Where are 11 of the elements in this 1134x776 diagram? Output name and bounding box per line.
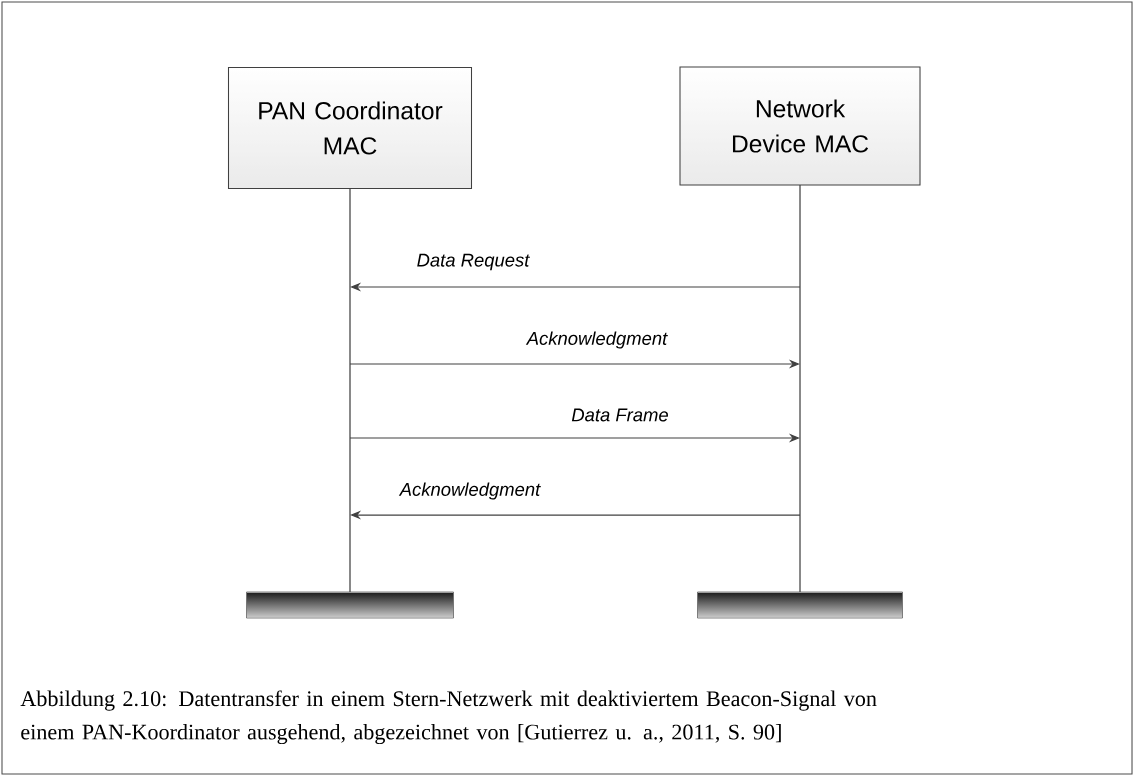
participant-box: Network Device MAC	[679, 66, 921, 186]
lifeline	[799, 184, 801, 593]
lifeline-end-bar	[246, 591, 454, 619]
message-label: Acknowledgment	[525, 329, 669, 351]
caption: Abbildung 2.10: Datentransfer in einem Stern-Netzwerk mit deaktiviertem Beacon-Signal von einem PAN-Koordinator ausgehend, abgezeichnet von [Gutierrez u. a., 2011, S. 90]	[20, 690, 877, 745]
participant-box: PAN Coordinator MAC	[227, 66, 473, 190]
message-label: Acknowledgment	[398, 480, 542, 502]
lifeline	[349, 188, 351, 593]
message-label: Data Frame	[569, 406, 671, 424]
message-label: Data Request	[414, 252, 532, 272]
lifeline-end-bar	[697, 591, 903, 619]
